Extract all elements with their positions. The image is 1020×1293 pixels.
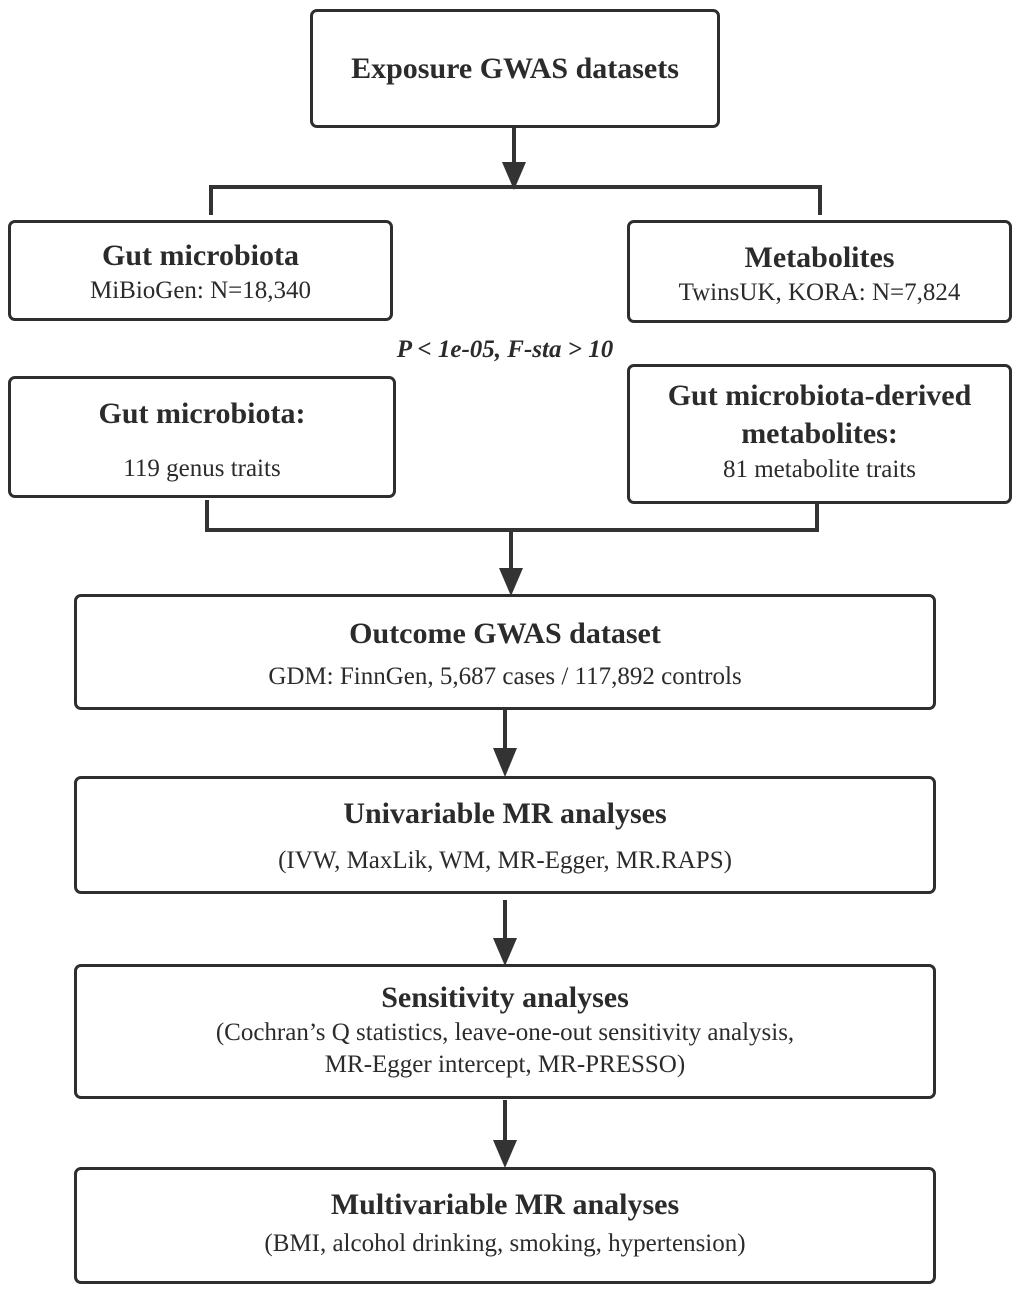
multivariable-box: Multivariable MR analyses (BMI, alcohol … — [74, 1167, 936, 1284]
arrow-head — [502, 162, 526, 190]
arrow-head — [493, 748, 517, 777]
arrow-head — [499, 568, 523, 596]
gut-microbiota-box: Gut microbiota MiBioGen: N=18,340 — [8, 220, 393, 321]
arrow-head — [493, 938, 517, 966]
gut-traits-box: Gut microbiota: 119 genus traits — [8, 376, 396, 498]
outcome-title: Outcome GWAS dataset — [349, 617, 661, 650]
metabolites-title: Metabolites — [744, 241, 895, 274]
arrow-head — [493, 1140, 517, 1168]
sensitivity-methods-line1: (Cochran’s Q statistics, leave-one-out s… — [215, 1018, 795, 1046]
sensitivity-methods-line2: MR-Egger intercept, MR-PRESSO) — [324, 1051, 686, 1078]
sensitivity-title: Sensitivity analyses — [381, 981, 629, 1014]
gut-microbiota-title: Gut microbiota — [102, 239, 299, 272]
derived-count: 81 metabolite traits — [722, 456, 916, 483]
gut-traits-title: Gut microbiota: — [98, 397, 306, 430]
sensitivity-box: Sensitivity analyses (Cochran’s Q statis… — [74, 964, 936, 1099]
multivariable-covariates: (BMI, alcohol drinking, smoking, hyperte… — [264, 1229, 746, 1257]
derived-metabolites-box: Gut microbiota-derived metabolites: 81 m… — [627, 364, 1012, 504]
derived-title-line2: metabolites: — [741, 416, 898, 450]
gut-microbiota-source: MiBioGen: N=18,340 — [89, 276, 312, 304]
univariable-box: Univariable MR analyses (IVW, MaxLik, WM… — [74, 776, 936, 894]
exposure-box: Exposure GWAS datasets — [310, 9, 720, 128]
metabolites-box: Metabolites TwinsUK, KORA: N=7,824 — [627, 220, 1012, 323]
outcome-source: GDM: FinnGen, 5,687 cases / 117,892 cont… — [268, 662, 742, 690]
univariable-methods: (IVW, MaxLik, WM, MR-Egger, MR.RAPS) — [278, 846, 732, 874]
derived-title-line1: Gut microbiota-derived — [667, 379, 972, 412]
selection-criteria: P < 1e-05, F-sta > 10 — [396, 336, 614, 363]
gut-traits-count: 119 genus traits — [123, 454, 281, 482]
exposure-title: Exposure GWAS datasets — [351, 51, 679, 85]
outcome-box: Outcome GWAS dataset GDM: FinnGen, 5,687… — [74, 594, 936, 710]
univariable-title: Univariable MR analyses — [343, 797, 667, 830]
multivariable-title: Multivariable MR analyses — [330, 1188, 680, 1221]
metabolites-source: TwinsUK, KORA: N=7,824 — [678, 278, 961, 306]
